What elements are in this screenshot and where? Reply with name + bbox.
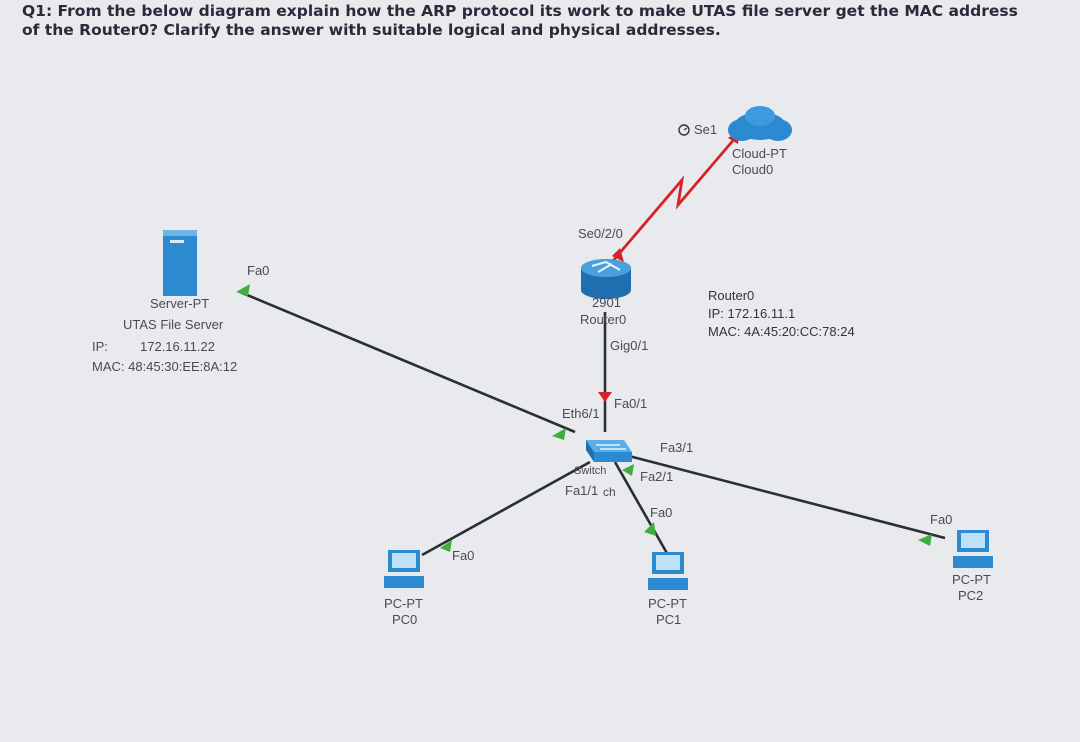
- link-indicator-icon: [552, 428, 566, 440]
- router-model-label: 2901: [592, 295, 621, 310]
- switch-icon[interactable]: [586, 440, 632, 462]
- router-info-ip: IP: 172.16.11.1: [708, 306, 796, 321]
- question-line-2: of the Router0? Clarify the answer with …: [22, 21, 721, 39]
- switch-port-fa01-label: Fa0/1: [614, 396, 648, 411]
- router-info-name: Router0: [708, 288, 755, 303]
- link-indicator-icon: [918, 534, 932, 546]
- link-indicator-icon: [440, 540, 452, 552]
- pc1-type-label: PC-PT: [648, 596, 687, 611]
- clock-icon-hand: [683, 127, 688, 131]
- pc2-icon[interactable]: [953, 530, 993, 568]
- router-gig-port-label: Gig0/1: [610, 338, 649, 353]
- router-name-label: Router0: [580, 312, 627, 327]
- server-ip-value: 172.16.11.22: [140, 339, 215, 354]
- switch-port-eth61-label: Eth6/1: [562, 406, 600, 421]
- pc0-type-label: PC-PT: [384, 596, 423, 611]
- pc0-name-label: PC0: [392, 612, 418, 627]
- switch-name-label: Switch: [574, 465, 607, 477]
- link-server-switch: [239, 290, 576, 434]
- link-switch-pc2: [624, 453, 946, 540]
- pc1-port-label: Fa0: [650, 505, 673, 520]
- link-indicator-icon: [644, 522, 656, 536]
- link-indicator-icon: [598, 392, 612, 402]
- link-router-cloud-serial: [610, 129, 744, 263]
- server-icon[interactable]: [163, 230, 197, 296]
- server-ip-prefix: IP:: [92, 339, 108, 354]
- server-type-label: Server-PT: [150, 296, 210, 311]
- server-port-label: Fa0: [247, 263, 270, 278]
- cloud-name-label: Cloud0: [732, 162, 774, 177]
- link-indicator-icon: [612, 248, 624, 262]
- question-text: Q1: From the below diagram explain how t…: [22, 2, 1072, 40]
- pc2-name-label: PC2: [958, 588, 984, 603]
- link-switch-pc0: [421, 460, 591, 557]
- link-indicator-icon: [236, 284, 250, 296]
- question-line-1: Q1: From the below diagram explain how t…: [22, 2, 1018, 20]
- server-name-label: UTAS File Server: [123, 317, 224, 332]
- pc0-port-label: Fa0: [452, 548, 475, 563]
- cloud-type-label: Cloud-PT: [732, 146, 787, 161]
- switch-sub-label: ch: [603, 485, 616, 499]
- switch-port-fa31-label: Fa3/1: [660, 440, 694, 455]
- pc1-icon[interactable]: [648, 552, 688, 590]
- pc0-icon[interactable]: [384, 550, 424, 588]
- cloud-icon[interactable]: [728, 106, 792, 141]
- server-mac-label: MAC: 48:45:30:EE:8A:12: [92, 359, 238, 374]
- pc2-type-label: PC-PT: [952, 572, 991, 587]
- link-indicator-icon: [622, 464, 634, 476]
- router-icon[interactable]: [581, 259, 631, 299]
- link-switch-pc1: [613, 461, 670, 556]
- router-info-mac: MAC: 4A:45:20:CC:78:24: [708, 324, 855, 339]
- switch-port-fa21-label: Fa2/1: [640, 469, 674, 484]
- cloud-port-label: Se1: [694, 122, 718, 137]
- pc2-port-label: Fa0: [930, 512, 953, 527]
- router-serial-port-label: Se0/2/0: [578, 226, 623, 241]
- clock-icon: [678, 124, 690, 136]
- pc1-name-label: PC1: [656, 612, 682, 627]
- switch-port-fa11-label: Fa1/1: [565, 483, 599, 498]
